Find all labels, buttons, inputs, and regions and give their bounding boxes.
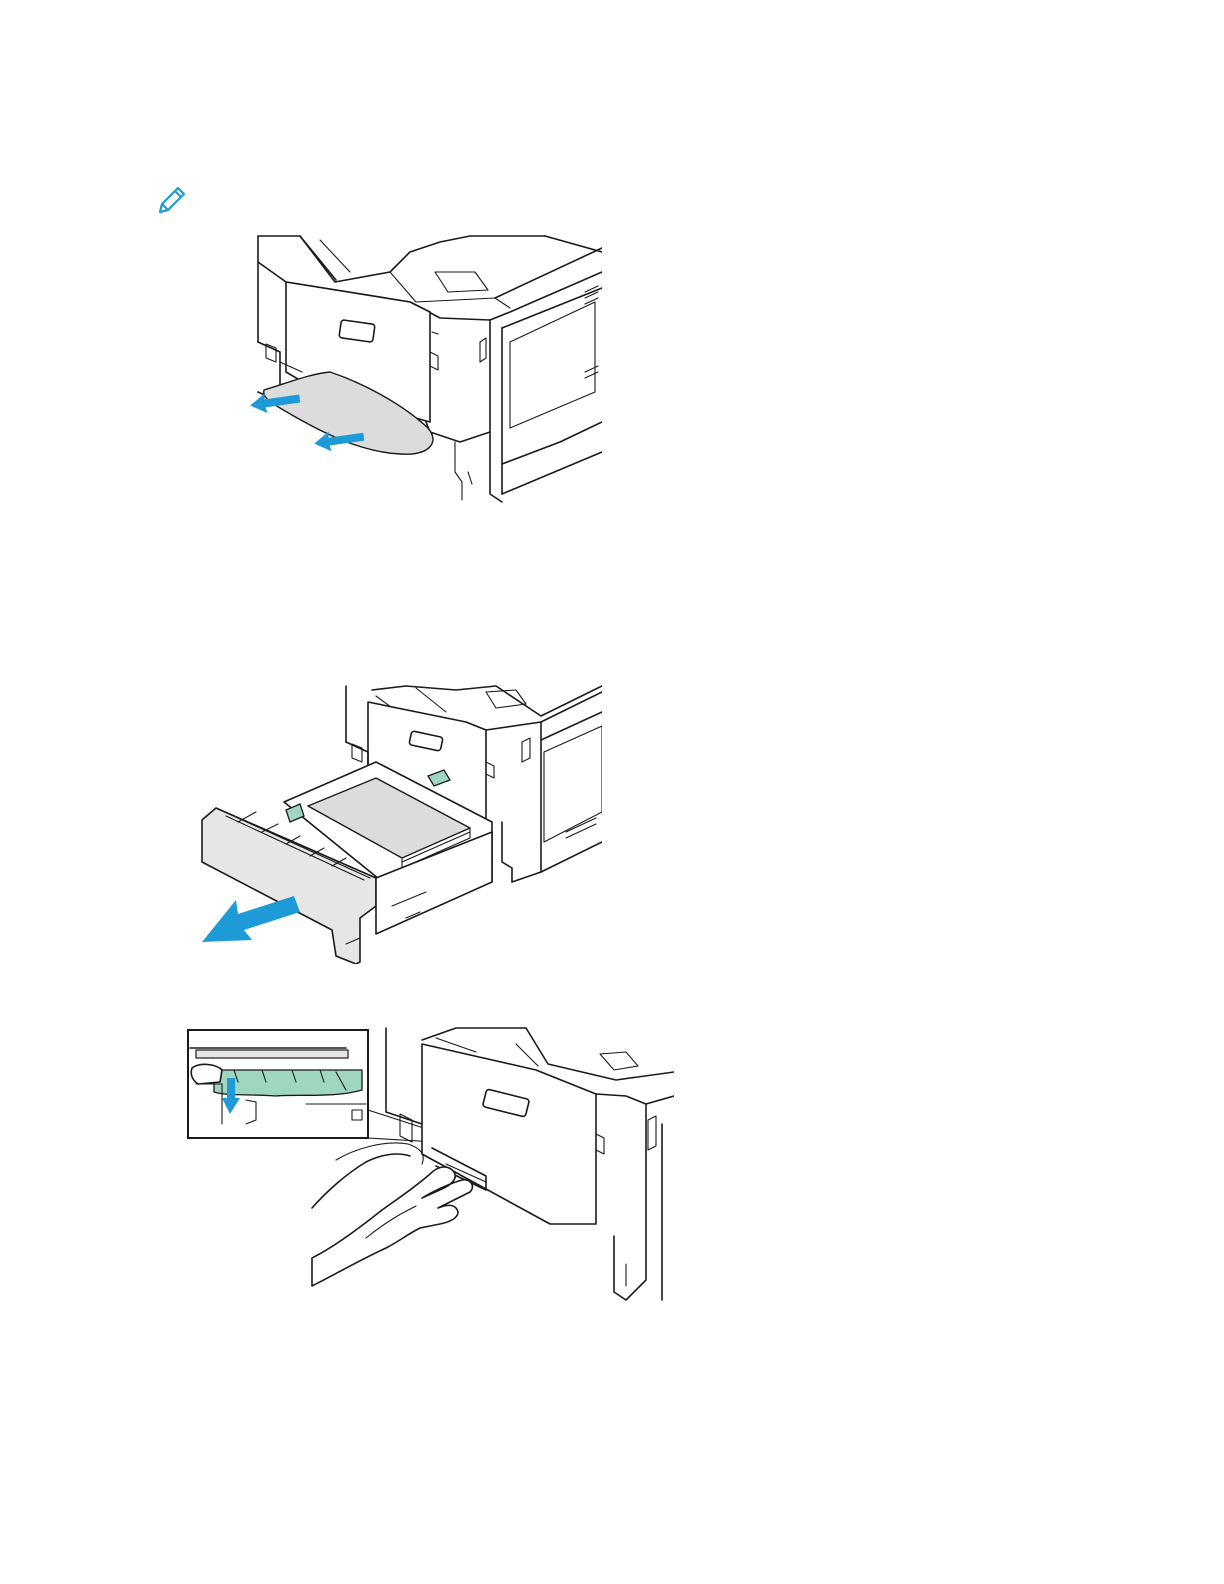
- note-pencil-icon: [154, 184, 188, 218]
- illustration-remove-paper-feed-area: [186, 1024, 674, 1308]
- illustration-remove-jammed-paper: [240, 232, 602, 504]
- illustration-pull-out-tray: [196, 682, 602, 964]
